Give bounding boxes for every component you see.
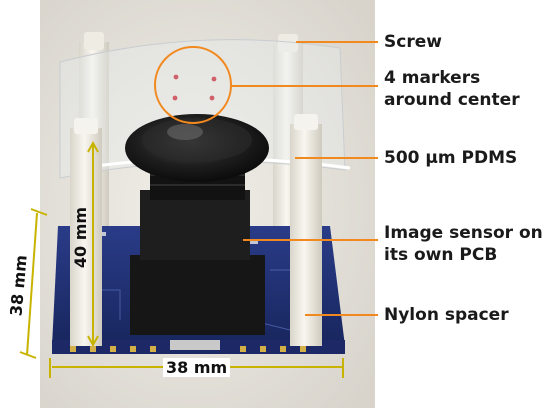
label-markers-line2: around center: [384, 90, 520, 110]
label-height: 40 mm: [71, 206, 91, 269]
center-markers: [172, 74, 217, 101]
callout-lines: [231, 41, 378, 316]
depth-dimension-line: [26, 212, 38, 356]
label-markers-line1: 4 markers: [384, 68, 481, 88]
camera-module: [125, 114, 269, 335]
label-spacer: Nylon spacer: [384, 305, 509, 325]
label-sensor-line2: its own PCB: [384, 245, 498, 265]
front-left-spacer: [70, 118, 102, 346]
label-pdms: 500 µm PDMS: [384, 148, 518, 168]
front-right-spacer: [290, 114, 322, 346]
label-width: 38 mm: [163, 358, 231, 377]
label-screw: Screw: [384, 32, 442, 52]
label-sensor-line1: Image sensor on: [384, 223, 543, 243]
